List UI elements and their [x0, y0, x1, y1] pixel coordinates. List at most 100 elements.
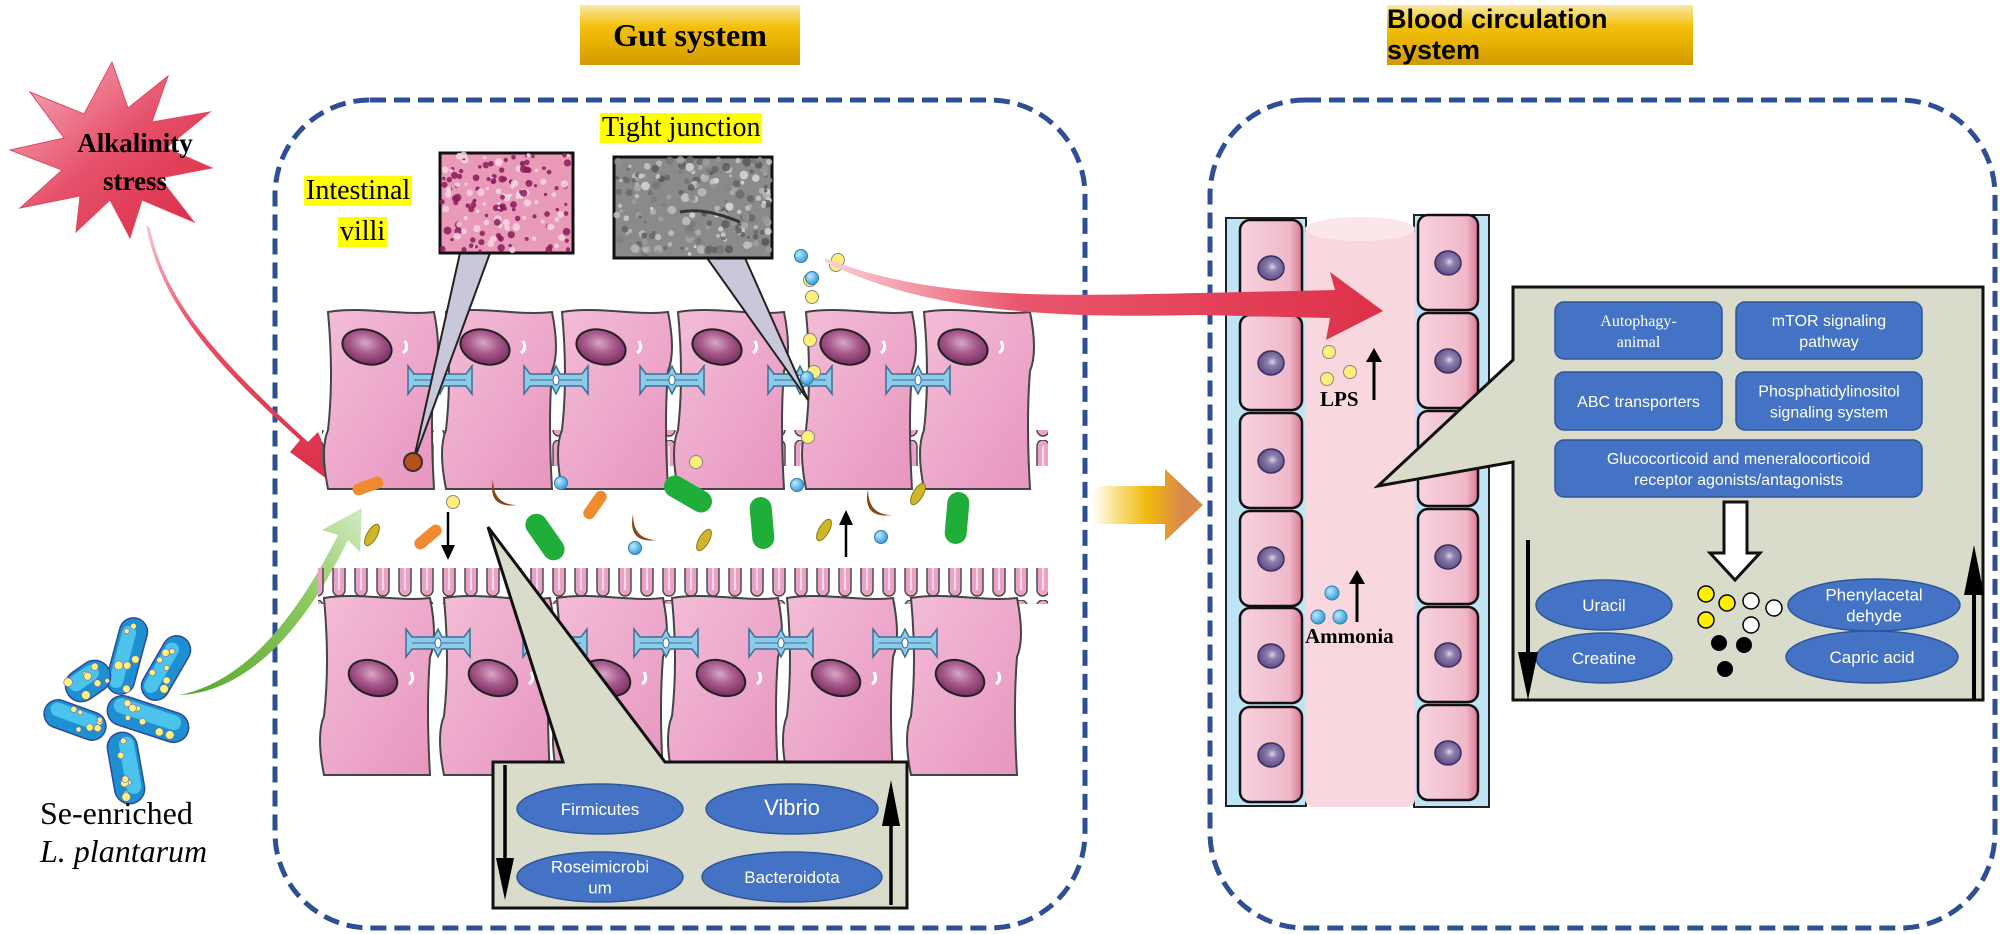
probiotic-bacterium [43, 699, 107, 741]
rod-bacterium-icon [583, 490, 607, 520]
nucleus [937, 328, 989, 366]
selenium-particle [131, 655, 140, 664]
hollow-down-arrow-icon [1706, 500, 1764, 583]
selenium-particle [123, 661, 132, 670]
nucleus [575, 328, 627, 366]
epithelial-cell [673, 309, 789, 490]
tight-junction-icon [633, 626, 699, 660]
lps-label: LPS [1320, 387, 1359, 411]
selenium-particle [162, 676, 171, 685]
down-arrow-icon [441, 512, 455, 560]
villi-micrograph [438, 151, 575, 255]
green-bacterium-icon [525, 513, 565, 561]
ammonia-particle [874, 530, 888, 544]
probiotic-arrow-icon [180, 508, 362, 695]
metabolite-oval-decreased: Uracil [1535, 579, 1673, 631]
tight-junction-icon [405, 626, 471, 660]
tight-junction-icon [872, 626, 938, 660]
blood-system-boundary [1207, 97, 1998, 931]
microbe-oval-up: Bacteroidota [701, 851, 883, 903]
selenium-particle [130, 622, 137, 630]
stressor-label-line2: stress [103, 166, 167, 196]
epithelial-cell [441, 309, 557, 490]
selenium-particle [77, 709, 83, 716]
nucleus [1434, 642, 1462, 668]
lps-up-arrow-icon [1366, 348, 1382, 400]
selenium-particle [154, 727, 164, 737]
probiotic-bacterium [105, 617, 149, 695]
probiotic-bacterium [106, 694, 190, 744]
pathway-label: Autophagy-animal [1600, 313, 1676, 351]
metabolite-oval-increased: Capric acid [1785, 630, 1959, 684]
lps-particle [689, 455, 703, 469]
ammonia-particle [790, 478, 804, 492]
ammonia-label: Ammonia [1305, 624, 1394, 648]
transition-arrow-icon [1092, 469, 1203, 541]
tight-junction-icon [523, 363, 589, 397]
metabolite-down-arrow-icon [1518, 540, 1538, 700]
ammonia-particle [554, 476, 568, 490]
epithelial-cell [323, 309, 439, 490]
pathway-box: Autophagy-animal [1554, 301, 1723, 360]
green-bacterium-icon [664, 475, 712, 513]
metabolite-label: Uracil [1582, 596, 1625, 615]
microbe-label: Firmicutes [561, 800, 639, 819]
upper-epithelium [322, 309, 1048, 490]
lps-leak-particles [794, 249, 845, 444]
nucleus [347, 658, 399, 698]
ammonia-particles [1310, 585, 1348, 625]
flagellated-bacterium-icon [910, 482, 926, 506]
selenium-particle [75, 726, 82, 733]
nucleus [341, 328, 393, 366]
endothelial-cell [1416, 703, 1480, 802]
nucleus [1434, 348, 1462, 374]
epithelial-cell [919, 309, 1035, 490]
microbe-label: Vibrio [764, 795, 820, 820]
stressor-label-line1: Alkalinity [77, 128, 193, 158]
metabolite-dots [1697, 585, 1783, 677]
flagellated-bacterium-icon [364, 523, 380, 547]
selenium-particle [124, 714, 131, 721]
epithelial-cell [906, 595, 1022, 776]
epithelial-cell [801, 309, 917, 490]
selenium-particle [63, 677, 73, 687]
ammonia-particle [800, 371, 814, 385]
ammonia-particle [628, 541, 642, 555]
selenium-particle [165, 730, 175, 740]
selenium-particle [81, 690, 91, 700]
selenium-particle [138, 718, 147, 726]
nucleus [695, 658, 747, 698]
selenium-particle [122, 684, 131, 693]
villi-label-line2: villi [338, 216, 388, 247]
selenium-particle [168, 648, 176, 655]
metabolite-oval-decreased: Creatine [1535, 632, 1673, 684]
nucleus [1257, 742, 1285, 768]
blood-system-title: Blood circulation system [1387, 4, 1693, 65]
selenium-particle [163, 664, 170, 671]
endothelial-cell [1416, 605, 1480, 704]
selenium-particle [83, 672, 92, 681]
metabolite-label: Creatine [1572, 649, 1636, 668]
tight-junction-label: Tight junction [600, 112, 763, 143]
villi-label-line1: Intestinal [304, 175, 413, 206]
lower-epithelium [318, 568, 1048, 776]
nucleus [819, 328, 871, 366]
crescent-bacterium-icon [632, 514, 657, 541]
selenium-particle [120, 737, 127, 745]
flagellated-bacterium-icon [816, 518, 832, 542]
up-arrow-icon [839, 510, 853, 557]
stress-arrow-icon [146, 225, 342, 490]
nucleus [1257, 643, 1285, 669]
endothelial-cell [1238, 705, 1304, 804]
nucleus [1434, 250, 1462, 276]
epithelial-cell [557, 309, 673, 490]
epithelial-cell [667, 595, 783, 776]
